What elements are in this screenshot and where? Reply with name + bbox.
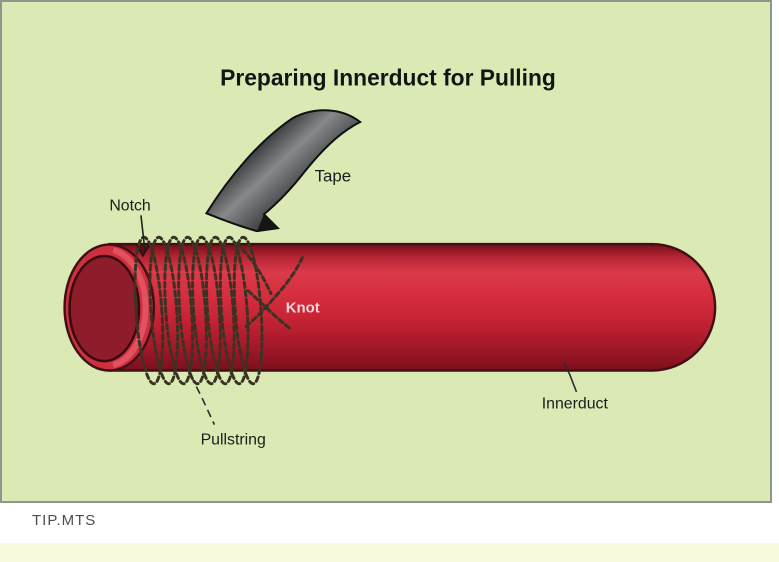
tape-shape — [204, 109, 363, 233]
innerduct-leader-line — [562, 362, 578, 393]
pullstring-loop — [191, 235, 222, 386]
diagram-panel: Preparing Innerduct for Pulling Tape — [0, 0, 772, 503]
pullstring-tail — [235, 241, 273, 296]
footer-credit: TIP.MTS — [32, 512, 97, 529]
innerduct-rim-highlight — [112, 247, 149, 368]
pullstring-loop — [177, 235, 208, 386]
notch-leader-line — [140, 215, 146, 252]
diagram-drawing: Preparing Innerduct for Pulling Tape — [63, 64, 717, 448]
innerduct-opening-hole — [68, 254, 141, 363]
knot-shape — [244, 255, 305, 328]
pullstring-loop — [204, 235, 236, 386]
pullstring-loop — [163, 235, 194, 386]
notch-label: Notch — [109, 197, 150, 214]
notch-mark — [134, 243, 152, 258]
footer-strip — [0, 543, 779, 562]
tape-fold — [257, 214, 278, 232]
innerduct-label: Innerduct — [542, 396, 609, 413]
knot-label: Knot — [286, 301, 320, 317]
tape-label: Tape — [315, 167, 352, 186]
pullstring-loop — [218, 235, 250, 386]
pullstring-label: Pullstring — [201, 431, 266, 448]
pullstring-loop — [148, 235, 180, 386]
diagram-title: Preparing Innerduct for Pulling — [220, 64, 556, 90]
knot-shape — [246, 289, 292, 330]
pullstring-loop — [232, 235, 264, 386]
pullstring-leader-line — [189, 374, 216, 425]
